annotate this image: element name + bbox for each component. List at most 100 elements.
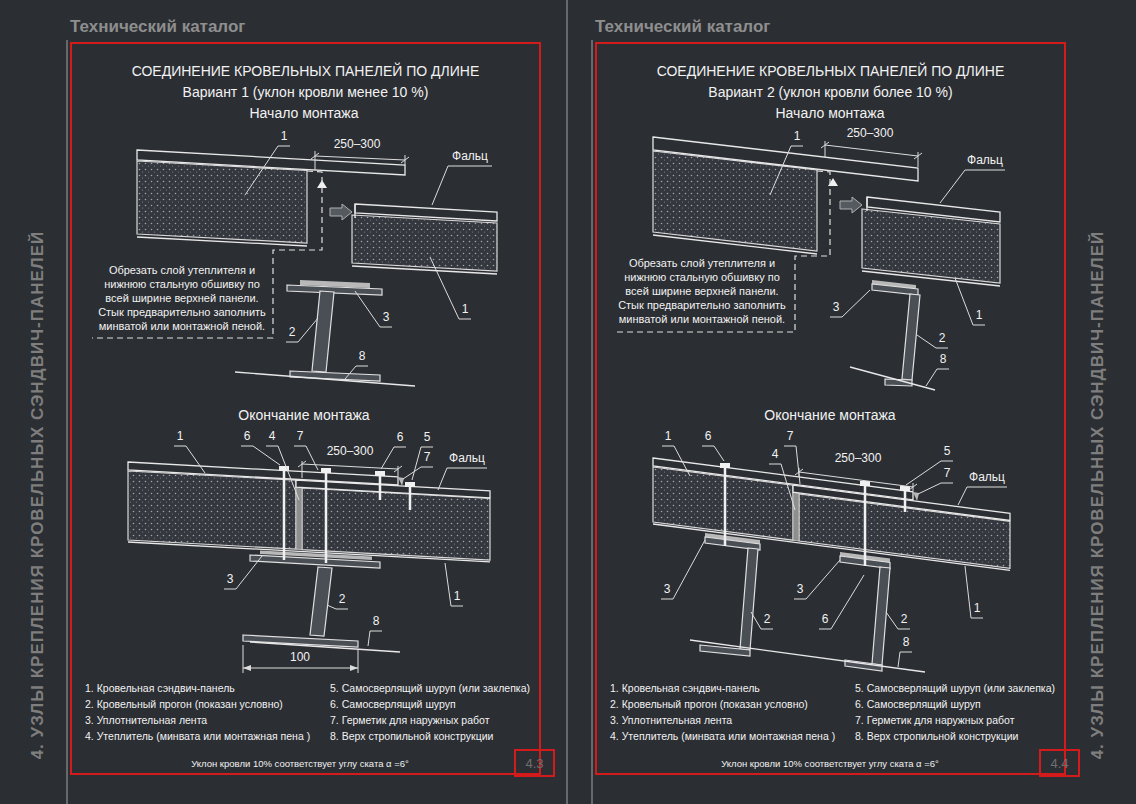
leader-line xyxy=(886,612,910,629)
install-note: Обрезать слой утеплителя и нижнюю стальн… xyxy=(614,256,790,326)
leader-line xyxy=(906,461,953,485)
key-item: 3. Уплотнительная лента xyxy=(610,714,732,726)
leader-line xyxy=(661,446,1007,667)
leader-line xyxy=(368,631,382,646)
leader-line xyxy=(955,278,985,325)
dimension-line xyxy=(914,153,922,159)
callout-number: 7 xyxy=(297,430,304,444)
section-title: 4. УЗЛЫ КРЕПЛЕНИЯ КРОВЕЛЬНЫХ СЭНДВИЧ-ПАН… xyxy=(28,231,48,760)
panel-drawing xyxy=(653,458,1010,672)
callout-number: 1 xyxy=(281,130,288,144)
panel-drawing xyxy=(904,491,907,512)
section-title: 4. УЗЛЫ КРЕПЛЕНИЯ КРОВЕЛЬНЫХ СЭНДВИЧ-ПАН… xyxy=(1088,231,1108,760)
leader-line xyxy=(784,446,800,484)
dimension-line xyxy=(825,141,826,157)
view-title: Окончание монтажа xyxy=(764,407,895,423)
key-item: 5. Самосверлящий шуруп (или заклепка) xyxy=(855,682,1055,694)
key-item: 4. Утеплитель (минвата или монтажная пен… xyxy=(85,730,310,742)
leader-line xyxy=(926,369,949,386)
callout-number: 3 xyxy=(797,583,804,597)
callout-number: 4 xyxy=(772,448,779,462)
panel-drawing xyxy=(653,524,1010,570)
panel-drawing xyxy=(793,485,1010,520)
key-item: 8. Верх стропильной конструкции xyxy=(855,730,1018,742)
key-item: 2. Кровельный прогон (показан условно) xyxy=(610,698,808,710)
dimension-line xyxy=(311,153,319,159)
panel-drawing xyxy=(92,171,322,338)
key-item: 4. Утеплитель (минвата или монтажная пен… xyxy=(610,730,835,742)
dimension-line xyxy=(358,650,359,673)
callout-number: 1 xyxy=(454,590,461,604)
callout-number: 1 xyxy=(665,430,672,444)
panel-drawing xyxy=(137,161,307,243)
callout-number: 6 xyxy=(822,613,829,627)
dimension-line xyxy=(909,484,917,490)
dimension-line xyxy=(821,142,829,148)
callout-number: 4 xyxy=(269,430,276,444)
callout-number: 8 xyxy=(903,636,910,650)
dimension-line xyxy=(825,145,918,156)
leader-line xyxy=(662,446,690,476)
panel-drawing xyxy=(614,171,830,332)
panel-drawing xyxy=(137,237,307,246)
panel-drawing xyxy=(354,204,355,218)
leader-line xyxy=(794,560,840,599)
catalog-header: Технический каталог xyxy=(595,17,770,37)
leader-line xyxy=(438,468,487,490)
callout-number: 5 xyxy=(944,445,951,459)
panel-drawing xyxy=(720,463,730,468)
callout-number: 3 xyxy=(227,573,234,587)
callout-number: 2 xyxy=(901,613,908,627)
panel-drawing xyxy=(352,215,497,271)
panel-drawing xyxy=(690,640,925,672)
panel-drawing xyxy=(310,567,332,636)
panel-drawing xyxy=(302,488,490,560)
panel-drawing xyxy=(405,482,415,487)
panel-drawing xyxy=(864,486,867,566)
dimension-line xyxy=(243,461,402,673)
leader-line xyxy=(965,566,983,618)
panel-drawing xyxy=(287,285,382,295)
dimension-text: 250–300 xyxy=(334,138,381,152)
callout-number: 7 xyxy=(787,430,794,444)
dimension-line xyxy=(243,665,251,671)
callout-number: 8 xyxy=(373,615,380,629)
panel-drawing xyxy=(872,567,890,665)
panel-drawing xyxy=(250,555,380,568)
panel-drawing xyxy=(128,462,490,652)
panel-drawing xyxy=(724,468,727,546)
key-item: 7. Герметик для наружных работ xyxy=(855,714,1014,726)
panel-drawing xyxy=(740,548,758,650)
panel-drawing xyxy=(872,284,918,295)
callout-number: 3 xyxy=(383,311,390,325)
callout-number: 8 xyxy=(359,350,366,364)
callout-number: 1 xyxy=(974,602,981,616)
callout-number: 6 xyxy=(705,430,712,444)
page-number: 4.3 xyxy=(525,756,543,771)
page-edge xyxy=(566,0,568,804)
leader-line xyxy=(345,366,368,379)
dimension-line xyxy=(350,665,358,671)
page-number-box: 4.3 xyxy=(514,749,555,777)
callout-number: 1 xyxy=(976,309,983,323)
sheet-title: СОЕДИНЕНИЕ КРОВЕЛЬНЫХ ПАНЕЛЕЙ ПО ДЛИНЕ xyxy=(72,63,539,79)
callout-number: 1 xyxy=(794,130,801,144)
panel-drawing xyxy=(653,235,817,254)
panel-drawing xyxy=(137,150,405,175)
dimension-line xyxy=(795,468,917,491)
leader-line xyxy=(355,291,392,327)
leader-line xyxy=(432,166,448,205)
install-note: Обрезать слой утеплителя и нижнюю стальн… xyxy=(94,263,270,333)
leader-line xyxy=(819,575,864,629)
leader-line xyxy=(770,146,803,195)
leader-line xyxy=(381,447,406,469)
panel-drawing xyxy=(250,642,400,652)
sheet-title: СОЕДИНЕНИЕ КРОВЕЛЬНЫХ ПАНЕЛЕЙ ПО ДЛИНЕ xyxy=(597,63,1064,79)
key-item: 8. Верх стропильной конструкции xyxy=(330,730,493,742)
key-item: 5. Самосверлящий шуруп (или заклепка) xyxy=(330,682,530,694)
catalog-header: Технический каталог xyxy=(70,17,245,37)
callout-number: 2 xyxy=(289,326,296,340)
leader-line xyxy=(403,467,433,479)
leader-line xyxy=(430,257,471,319)
leader-line xyxy=(769,464,795,510)
